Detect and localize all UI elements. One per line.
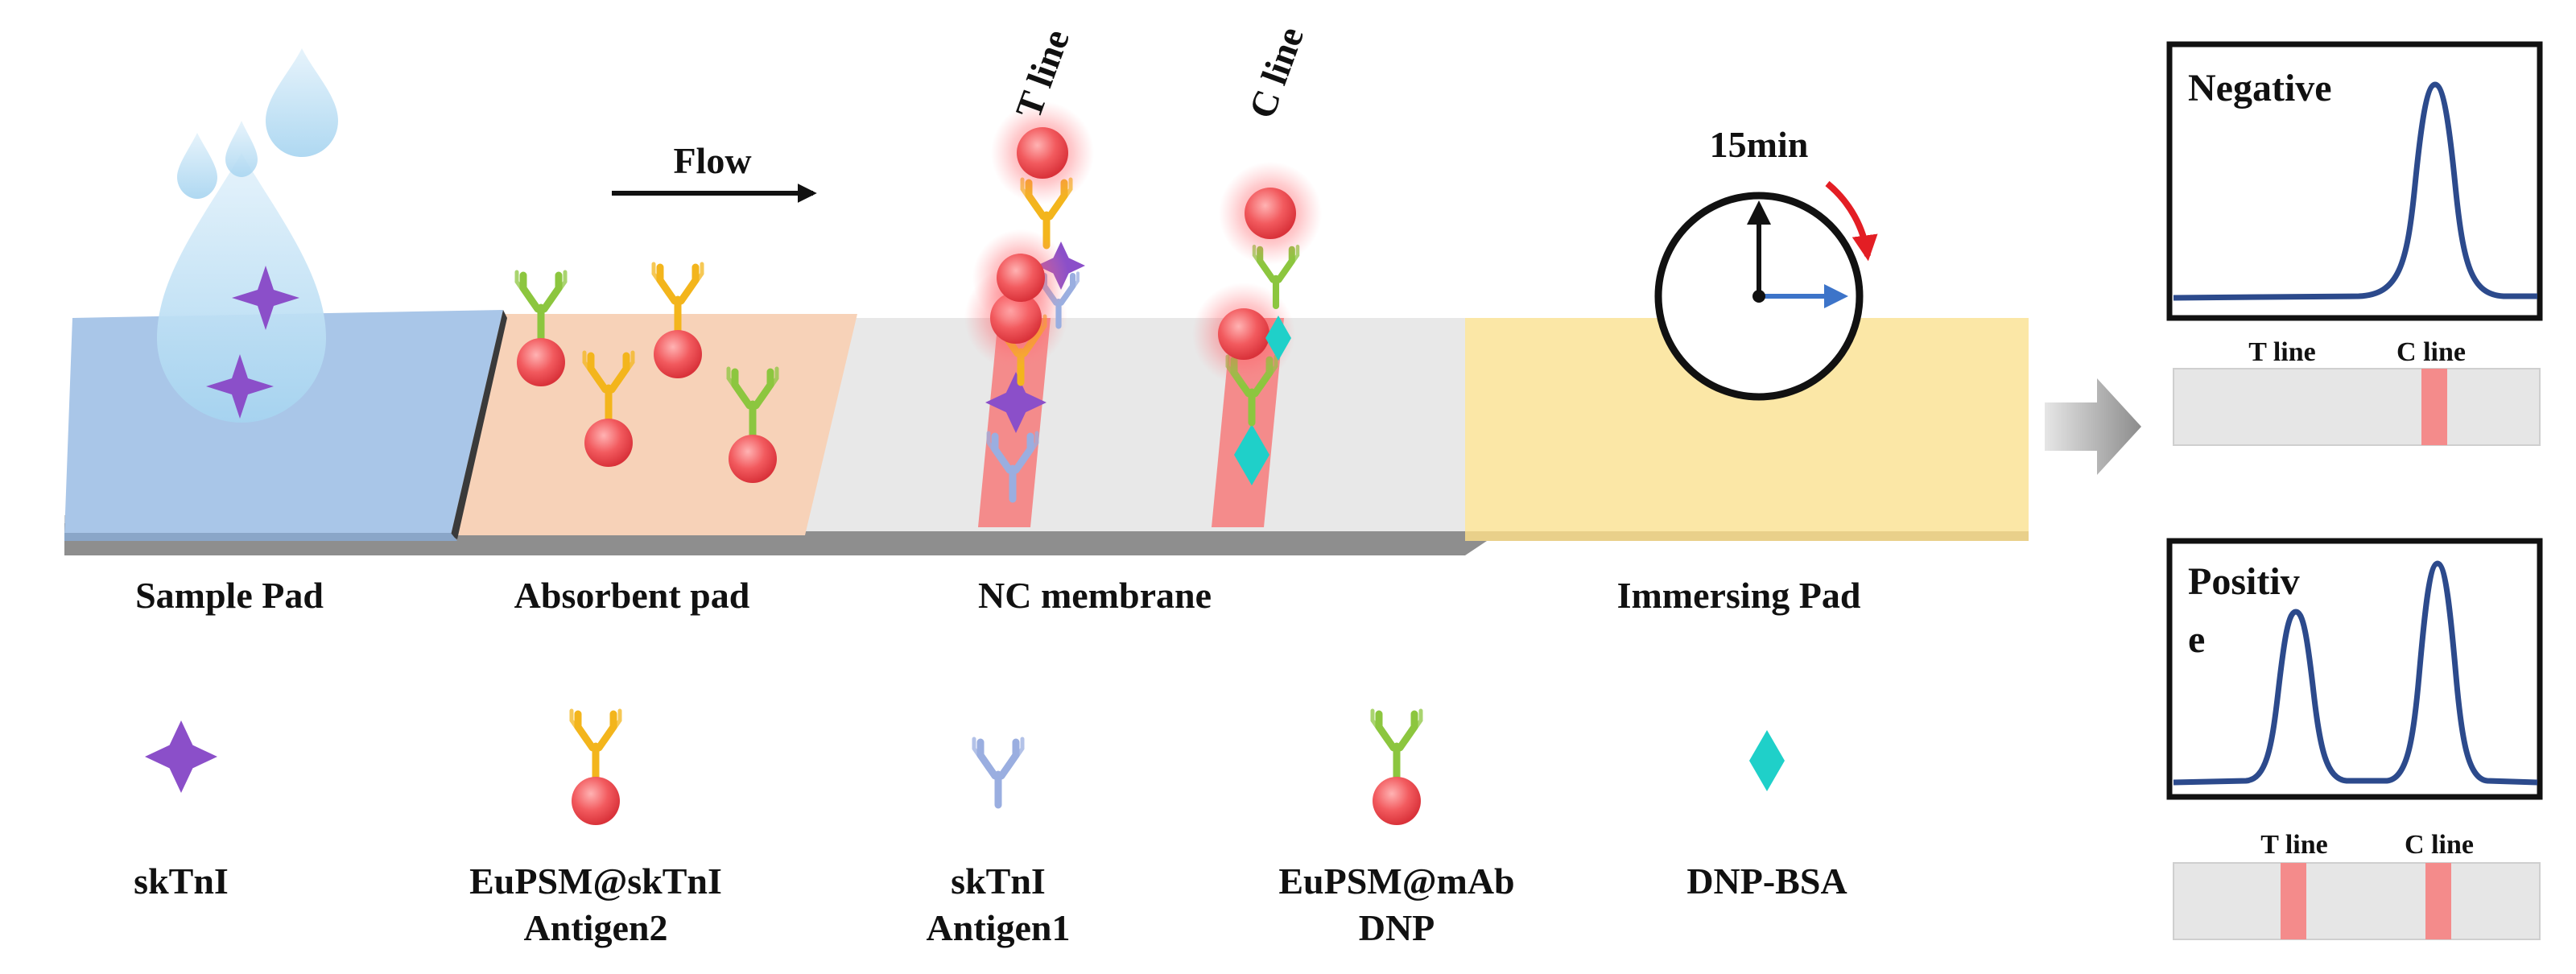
legend-label-line1: DNP-BSA: [1686, 861, 1847, 902]
c-top-bead: [1245, 188, 1296, 239]
negative-c-band: [2421, 369, 2447, 445]
t-skTnI-star: [985, 372, 1046, 433]
result-arrow-icon: [2045, 378, 2141, 475]
negative-title: Negative: [2188, 67, 2332, 109]
legend-yellow-conjugate-icon-antibody: [569, 708, 622, 781]
clock-icon: 15min: [1654, 124, 1878, 401]
legend-label-line2: DNP: [1359, 907, 1435, 948]
c-bound-bead: [1218, 308, 1269, 360]
legend-diamond-icon: [1749, 730, 1785, 791]
skTnI-star-icon: [206, 354, 274, 419]
c-line-label: C line: [1241, 22, 1311, 124]
positive-t-band: [2281, 863, 2306, 939]
t-mid-bead: [997, 254, 1045, 302]
positive-curve: [2173, 560, 2538, 786]
immersing-pad-label: Immersing Pad: [1617, 575, 1861, 616]
yellow-conjugate-2-bead: [584, 419, 633, 467]
legend-yellow-conjugate-icon-bead: [572, 777, 620, 825]
sample-drops: [157, 48, 338, 423]
nc-membrane: [797, 318, 1513, 531]
sample-pad-label: Sample Pad: [135, 575, 324, 616]
green-conjugate-1-antibody: [514, 270, 568, 342]
absorbent-pad-label: Absorbent pad: [514, 575, 750, 616]
nc-membrane-label: NC membrane: [978, 575, 1212, 616]
flow-label: Flow: [673, 140, 751, 181]
legend-item: DNP-BSA: [1686, 730, 1847, 902]
green-conjugate-2-bead: [729, 435, 777, 483]
negative-c-label: C line: [2396, 337, 2466, 367]
conjugate-group: [514, 262, 779, 483]
positive-title-line1: Positiv: [2188, 560, 2300, 603]
yellow-conjugate-1-antibody: [651, 262, 704, 334]
legend-label-line1: skTnI: [134, 861, 229, 902]
absorbent-pad: [451, 314, 857, 535]
positive-t-label: T line: [2260, 830, 2327, 860]
legend-item: skTnI Antigen1: [927, 737, 1071, 948]
legend-blue-antibody-icon: [972, 737, 1025, 809]
legend-label-line2: Antigen2: [524, 907, 668, 948]
negative-t-label: T line: [2248, 337, 2315, 367]
time-label: 15min: [1710, 124, 1809, 165]
legend-star-icon: [145, 720, 217, 793]
c-line-assembly: [1192, 162, 1322, 485]
legend-item: EuPSM@skTnI Antigen2: [469, 708, 722, 948]
positive-c-band: [2425, 863, 2451, 939]
negative-curve: [2173, 81, 2537, 301]
c-dnp-diamond-2: [1265, 316, 1291, 361]
yellow-conjugate-1-bead: [654, 330, 702, 378]
green-conjugate-1-bead: [517, 338, 565, 386]
legend-label-line2: Antigen1: [927, 907, 1071, 948]
legend: skTnI EuPSM@skTnI Antigen2 skTnI Antigen1 EuP…: [134, 708, 1847, 948]
t-capture-antibody: [986, 431, 1039, 503]
negative-result-panel: Negative T line C line: [2166, 41, 2543, 446]
t-top-bead: [1017, 127, 1068, 179]
legend-label-line1: EuPSM@mAb: [1278, 861, 1514, 902]
legend-green-conjugate-icon-bead: [1373, 777, 1421, 825]
legend-green-conjugate-icon-antibody: [1370, 708, 1423, 781]
legend-label-line1: EuPSM@skTnI: [469, 861, 722, 902]
immersing-pad: [1465, 318, 2029, 539]
positive-title-line2: e: [2188, 618, 2205, 661]
legend-item: skTnI: [134, 720, 229, 902]
c-dnp-diamond: [1234, 424, 1269, 485]
legend-label-line1: skTnI: [951, 861, 1046, 902]
green-conjugate-2-antibody: [726, 366, 779, 439]
yellow-conjugate-2-antibody: [582, 350, 635, 423]
t-line-assembly: [964, 101, 1094, 503]
positive-result-panel: Positiv e T line C line: [2166, 538, 2543, 940]
skTnI-star-icon: [232, 266, 299, 330]
positive-c-label: C line: [2405, 830, 2474, 860]
